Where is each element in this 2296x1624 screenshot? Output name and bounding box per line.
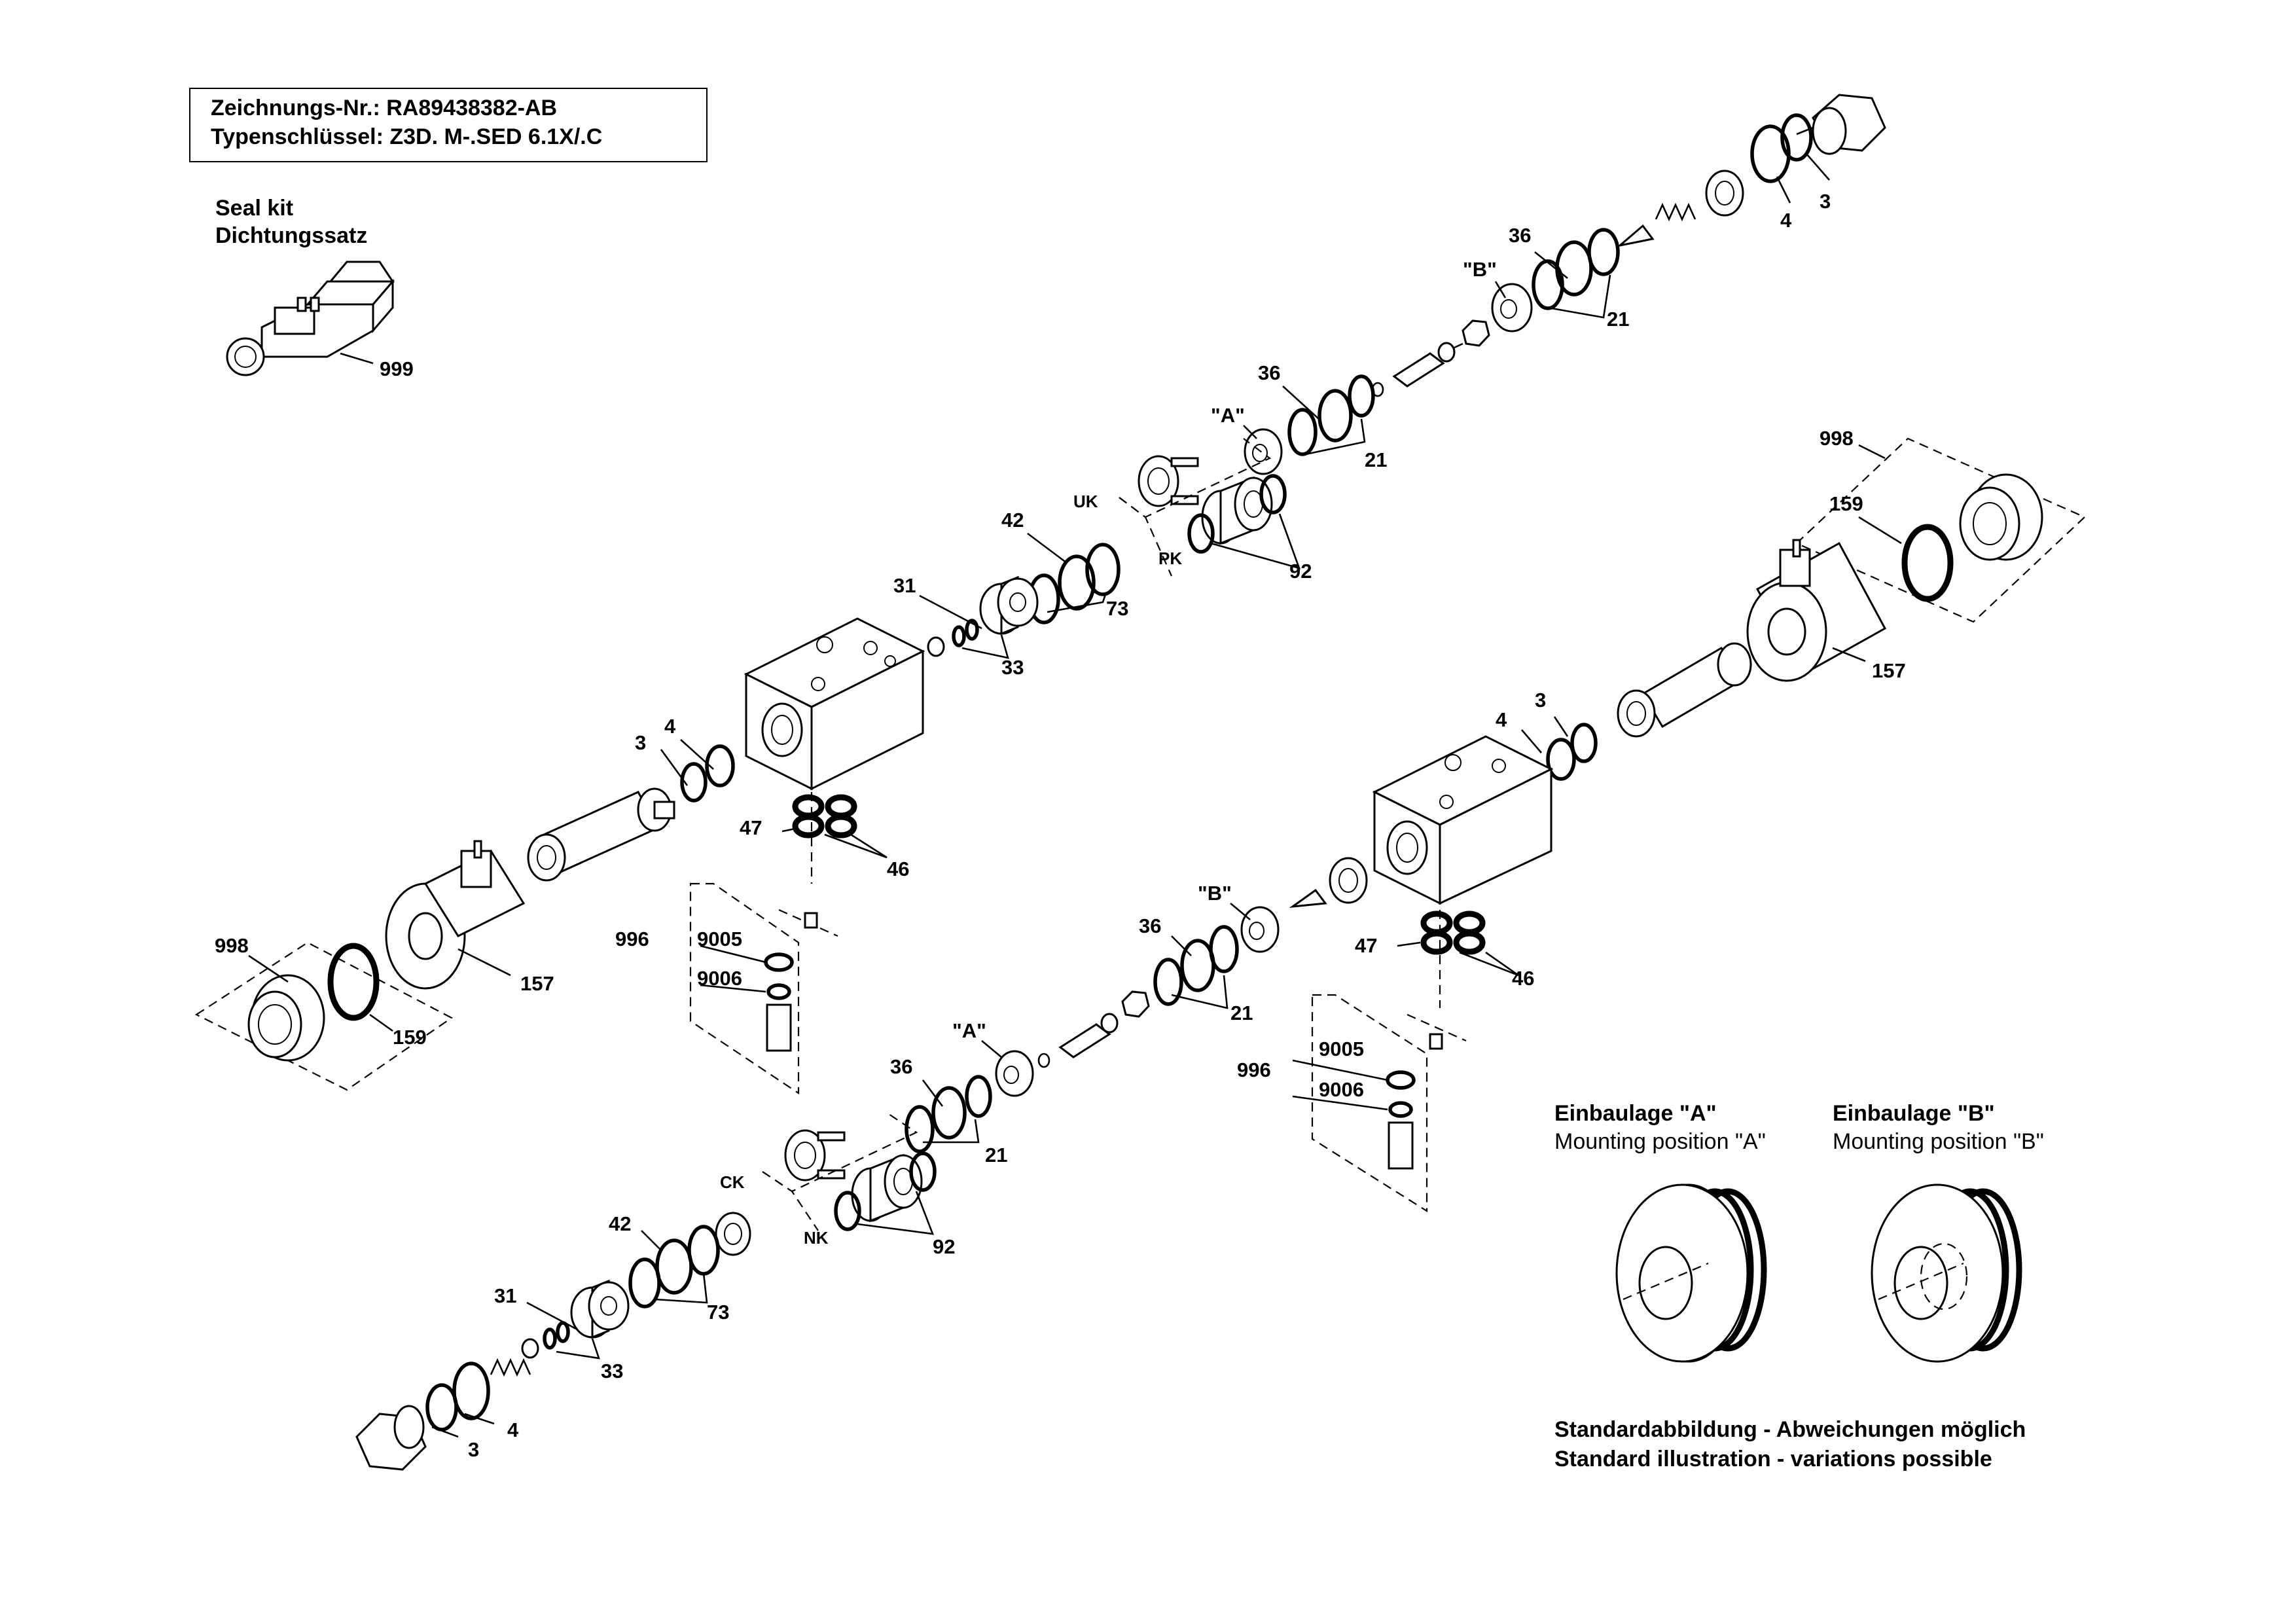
note-de: Standardabbildung - Abweichungen möglich	[1554, 1417, 2026, 1442]
seal-kit-label-de: Dichtungssatz	[215, 223, 367, 248]
upper-poppet	[1392, 342, 1463, 388]
label-lower-3: 3	[1535, 689, 1546, 712]
lower-coil-157	[1746, 539, 1887, 682]
label-lower-4: 4	[507, 1418, 519, 1441]
label-upper-4: 4	[664, 715, 676, 738]
lower-ck-cage	[784, 1129, 846, 1182]
lower-labels: 998 159 157 3 4 47 46 "B" 36 21 "A" 36 2…	[468, 427, 1906, 1461]
label-upper-157: 157	[520, 972, 554, 995]
label-upper-4-plug: 4	[1780, 209, 1792, 232]
label-upper-3-plug: 3	[1820, 190, 1831, 213]
label-lower-157: 157	[1872, 659, 1906, 682]
upper-assembly	[194, 94, 1886, 1095]
upper-plug-screw	[1796, 94, 1886, 155]
label-upper-33: 33	[1001, 656, 1024, 679]
lower-solenoid-tube	[1617, 642, 1752, 738]
label-lower-3: 3	[468, 1438, 479, 1461]
label-lower-b: "B"	[1198, 882, 1232, 905]
label-lower-73: 73	[707, 1301, 729, 1324]
label-lower-31: 31	[494, 1284, 516, 1307]
leader-lines	[248, 153, 1902, 1438]
label-upper-36-b: 36	[1509, 224, 1531, 247]
upper-solenoid-tube	[527, 787, 675, 882]
lower-valve-housing	[1372, 735, 1554, 905]
seal-kit-valve-icon	[226, 261, 395, 376]
label-lower-21-a: 21	[985, 1144, 1007, 1166]
type-key: Typenschlüssel: Z3D. M-.SED 6.1X/.C	[211, 124, 602, 149]
label-upper-21-b: 21	[1607, 308, 1629, 331]
upper-uk-cage	[1138, 455, 1199, 507]
label-upper-46: 46	[887, 857, 909, 880]
mounting-a-subtitle: Mounting position "A"	[1554, 1129, 1766, 1154]
label-lower-nk: NK	[804, 1228, 829, 1248]
mounting-b-title: Einbaulage "B"	[1833, 1101, 1995, 1126]
label-upper-9005: 9005	[697, 928, 742, 950]
mounting-b-subtitle: Mounting position "B"	[1833, 1129, 2044, 1154]
mounting-a-title: Einbaulage "A"	[1554, 1101, 1717, 1126]
note-en: Standard illustration - variations possi…	[1554, 1447, 1992, 1471]
label-lower-a: "A"	[952, 1019, 986, 1042]
label-lower-998: 998	[1820, 427, 1854, 450]
label-lower-47: 47	[1355, 934, 1377, 957]
upper-coil-157	[385, 840, 526, 990]
label-lower-9005: 9005	[1319, 1038, 1364, 1060]
drawing-number: Zeichnungs-Nr.: RA89438382-AB	[211, 96, 557, 120]
seal-kit-number: 999	[380, 357, 414, 380]
label-upper-pk: PK	[1158, 549, 1182, 568]
upper-coil-nut-998	[247, 974, 325, 1062]
label-upper-b: "B"	[1463, 258, 1497, 281]
mounting-b-disc	[1871, 1183, 2022, 1363]
label-upper-159: 159	[393, 1026, 427, 1049]
seal-kit-label-en: Seal kit	[215, 196, 293, 221]
label-lower-92: 92	[933, 1235, 955, 1258]
label-lower-9006: 9006	[1319, 1078, 1364, 1101]
label-lower-ck: CK	[720, 1172, 745, 1192]
label-upper-998: 998	[215, 934, 249, 957]
upper-labels: 3 4 36 "B" 21 36 "A" 21 UK PK 92 42 73 3…	[215, 190, 1831, 1049]
label-upper-996: 996	[615, 928, 649, 950]
label-upper-3: 3	[635, 731, 646, 754]
upper-seat-31	[979, 575, 1039, 636]
lower-cage-right	[1329, 857, 1368, 904]
lower-plug-screw	[355, 1405, 427, 1471]
label-lower-159: 159	[1829, 492, 1863, 515]
label-upper-31: 31	[893, 574, 916, 597]
lower-seat-31	[570, 1279, 630, 1339]
label-upper-9006: 9006	[697, 967, 742, 990]
label-upper-a: "A"	[1211, 404, 1245, 427]
label-upper-73: 73	[1106, 597, 1128, 620]
label-upper-uk: UK	[1073, 492, 1098, 511]
label-upper-21-a: 21	[1365, 448, 1387, 471]
label-lower-996: 996	[1237, 1058, 1271, 1081]
upper-valve-housing	[744, 617, 925, 791]
label-upper-36-a: 36	[1258, 361, 1280, 384]
label-lower-46: 46	[1512, 967, 1534, 990]
lower-poppet	[1058, 1013, 1119, 1058]
label-upper-92: 92	[1289, 560, 1312, 583]
lower-assembly	[355, 437, 2086, 1471]
label-lower-4: 4	[1496, 708, 1507, 731]
label-lower-36-b: 36	[1139, 914, 1161, 937]
lower-cage-second	[715, 1212, 751, 1256]
label-lower-36-a: 36	[890, 1055, 912, 1078]
mounting-a-disc	[1615, 1183, 1767, 1363]
label-lower-21-b: 21	[1230, 1001, 1253, 1024]
lower-coil-nut-998	[1959, 473, 2043, 561]
label-lower-42: 42	[609, 1212, 631, 1235]
label-upper-47: 47	[740, 816, 762, 839]
title-block-frame	[189, 88, 708, 162]
label-upper-42: 42	[1001, 509, 1024, 532]
upper-cage-right	[1705, 170, 1744, 217]
label-lower-33: 33	[601, 1360, 623, 1382]
